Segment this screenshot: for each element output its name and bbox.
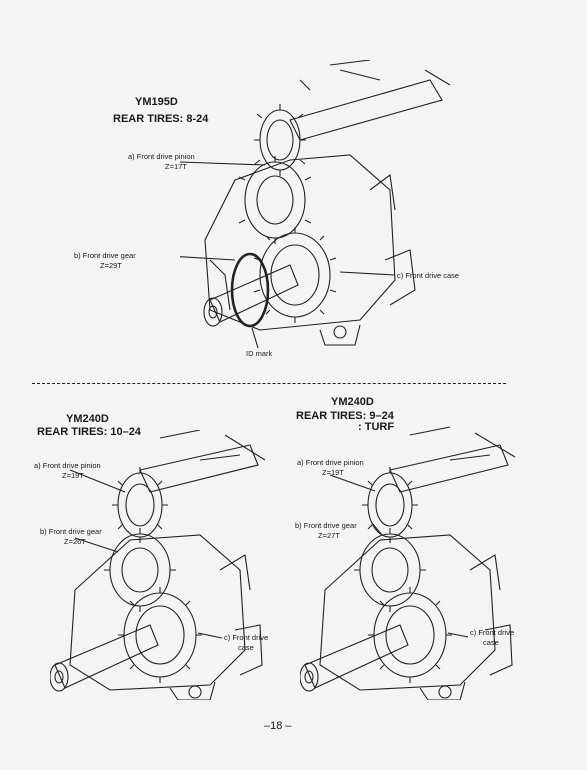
top-pinion-label: a) Front drive pinion bbox=[128, 152, 195, 161]
left-pinion-teeth: Z=19T bbox=[62, 471, 84, 480]
right-tires-title: REAR TIRES: 9–24 bbox=[296, 410, 394, 422]
right-pinion-teeth: Z=19T bbox=[322, 468, 344, 477]
page-number: –18 – bbox=[264, 720, 292, 732]
left-case-label: c) Front drive bbox=[224, 633, 269, 642]
top-pinion-teeth: Z=17T bbox=[165, 162, 187, 171]
section-divider bbox=[32, 383, 506, 384]
left-gearbox-illustration bbox=[50, 430, 266, 700]
right-case-label: c) Front drive bbox=[470, 628, 515, 637]
right-tires-sub: : TURF bbox=[358, 421, 395, 433]
right-pinion-label: a) Front drive pinion bbox=[297, 458, 364, 467]
right-case-label-2: case bbox=[483, 638, 499, 647]
right-gear-teeth: Z=27T bbox=[318, 531, 340, 540]
top-gear-teeth: Z=29T bbox=[100, 261, 122, 270]
top-id-mark-label: ID mark bbox=[246, 349, 273, 358]
left-gear-teeth: Z=26T bbox=[64, 537, 86, 546]
top-tires-title: REAR TIRES: 8-24 bbox=[113, 113, 209, 125]
left-model-title: YM240D bbox=[66, 413, 109, 425]
right-gear-label: b) Front drive gear bbox=[295, 521, 357, 530]
top-case-label: c) Front drive case bbox=[397, 271, 460, 280]
right-gearbox-illustration bbox=[300, 426, 516, 700]
top-gearbox-illustration bbox=[180, 60, 451, 349]
left-pinion-label: a) Front drive pinion bbox=[34, 461, 101, 470]
left-gear-label: b) Front drive gear bbox=[40, 527, 102, 536]
top-model-title: YM195D bbox=[135, 96, 178, 108]
left-tires-title: REAR TIRES: 10–24 bbox=[37, 426, 141, 438]
top-gear-label: b) Front drive gear bbox=[74, 251, 136, 260]
right-model-title: YM240D bbox=[331, 396, 374, 408]
left-case-label-2: case bbox=[238, 643, 254, 652]
